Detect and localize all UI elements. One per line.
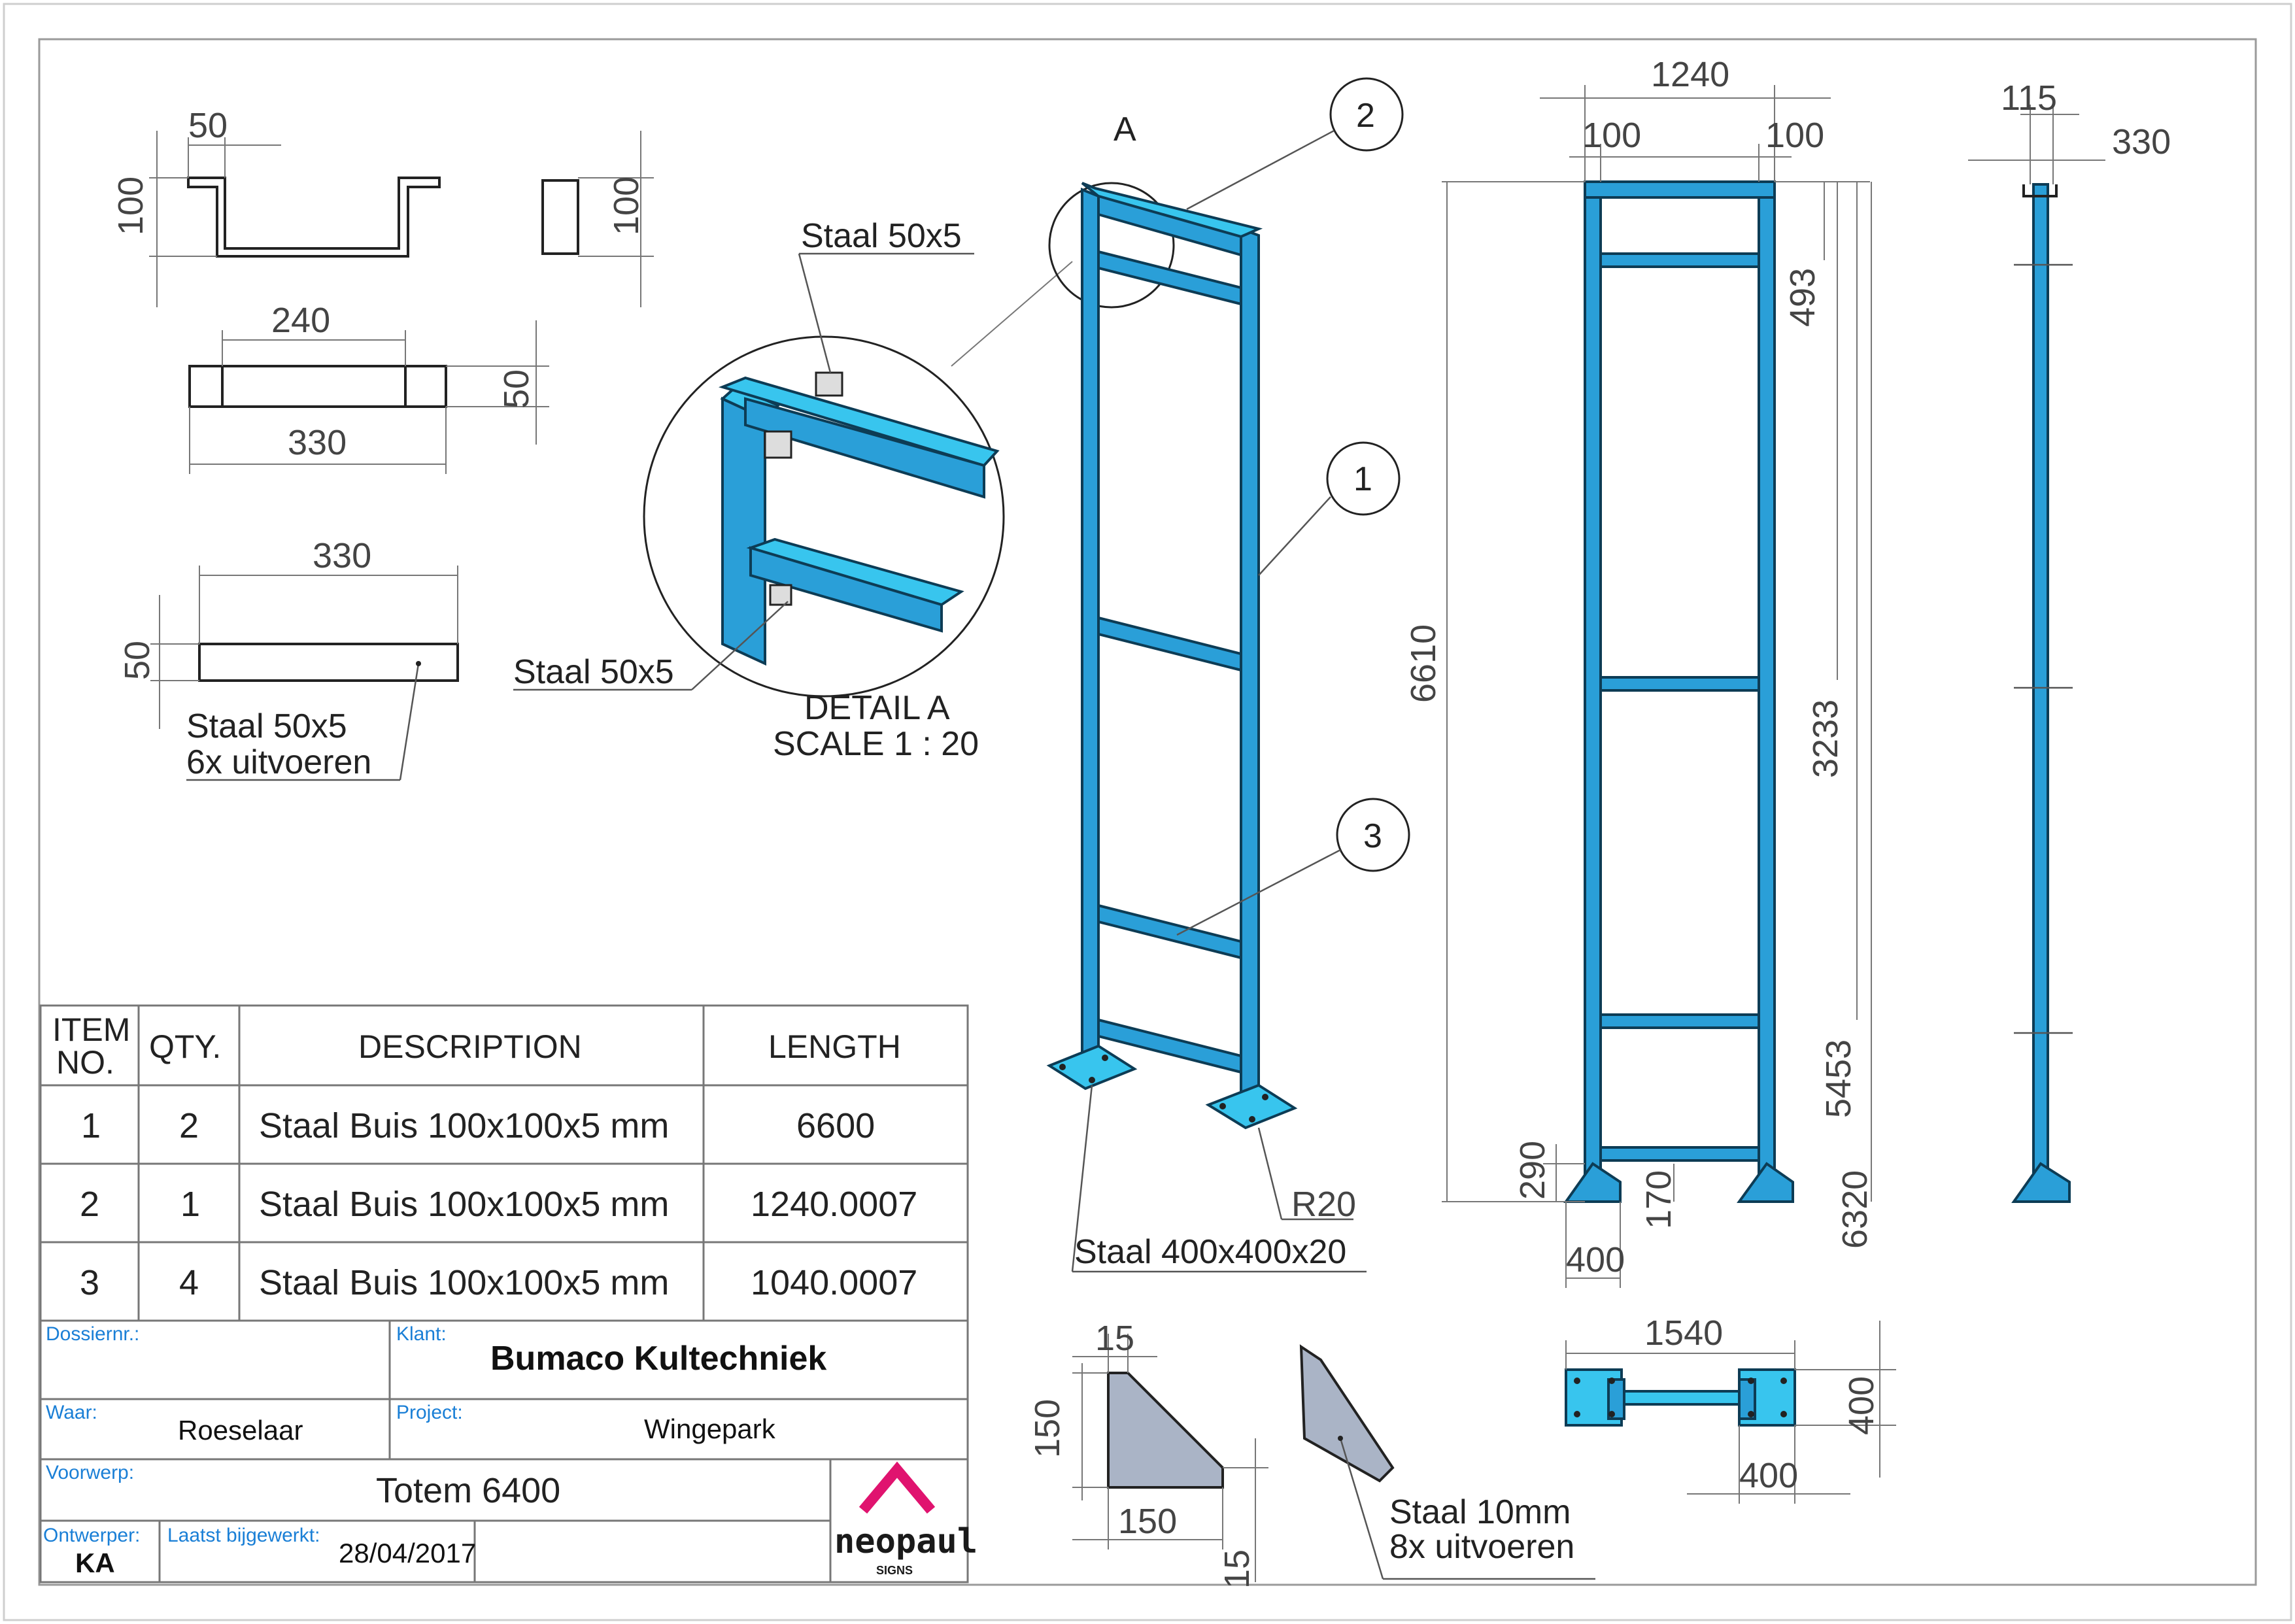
dim-front-plate: 400 xyxy=(1566,1240,1625,1279)
bom-row-1-desc: Staal Buis 100x100x5 mm xyxy=(259,1106,669,1145)
dim-330: 330 xyxy=(2112,122,2171,161)
tb-waar-value: Roeselaar xyxy=(178,1415,303,1446)
dim-strip-height: 50 xyxy=(118,641,157,680)
bracket-mid-view: 240 330 50 xyxy=(188,301,549,474)
dim-170: 170 xyxy=(1639,1170,1678,1229)
bom-row-2-qty: 1 xyxy=(180,1185,200,1224)
bom-row-2-item: 2 xyxy=(80,1185,99,1224)
sheet-inner-border xyxy=(38,38,2257,1586)
detail-title: DETAIL A xyxy=(804,689,950,727)
bom-header-item-2: NO. xyxy=(56,1044,114,1081)
strip-note-1: Staal 50x5 xyxy=(186,707,347,745)
strip-view: 330 50 Staal 50x5 6x uitvoeren xyxy=(118,536,459,781)
dim-plan-1540: 1540 xyxy=(1644,1313,1723,1353)
tb-waar-label: Waar: xyxy=(46,1402,97,1423)
tb-voorwerp-value: Totem 6400 xyxy=(376,1471,560,1510)
dim-front-left-offset: 100 xyxy=(1582,116,1641,155)
dim-plan-400-h: 400 xyxy=(1842,1376,1881,1435)
radius-note: R20 xyxy=(1291,1185,1356,1224)
bom-row-2-length: 1240.0007 xyxy=(751,1185,917,1224)
bom-header-length: LENGTH xyxy=(768,1028,901,1065)
dim-3233: 3233 xyxy=(1806,700,1845,778)
logo-text: neopaul xyxy=(834,1522,978,1561)
neopaul-logo: neopaul SIGNS xyxy=(834,1461,978,1577)
bracket-top-view: 50 100 100 xyxy=(111,106,654,307)
tb-project-label: Project: xyxy=(396,1402,463,1423)
tb-klant-label: Klant: xyxy=(396,1323,447,1345)
dim-290: 290 xyxy=(1513,1141,1552,1200)
detail-callout-bottom: Staal 50x5 xyxy=(513,653,674,691)
bom-header-item-1: ITEM xyxy=(52,1011,130,1048)
dim-115: 115 xyxy=(2001,78,2057,118)
bom-table: ITEM NO. QTY. DESCRIPTION LENGTH 1 2 Sta… xyxy=(39,1004,969,1322)
balloon-3: 3 xyxy=(1363,817,1382,855)
iso-view: A 2 1 3 R20 Staal 40 xyxy=(1046,77,1410,1273)
strip-note-2: 6x uitvoeren xyxy=(186,743,371,781)
tb-klant-value: Bumaco Kultechniek xyxy=(490,1340,826,1378)
dim-top-height-left: 100 xyxy=(111,177,150,235)
gusset-note-1: Staal 10mm xyxy=(1389,1493,1571,1531)
gusset-note-2: 8x uitvoeren xyxy=(1389,1528,1574,1566)
dim-493: 493 xyxy=(1783,268,1822,327)
side-view: 115 330 xyxy=(1968,78,2171,1203)
tb-ontwerper-value: KA xyxy=(75,1548,115,1578)
gusset-views: 15 150 150 15 Staal 10mm 8x uitvoeren xyxy=(1028,1319,1595,1589)
bom-row-1-length: 6600 xyxy=(796,1106,875,1145)
bom-header-qty: QTY. xyxy=(149,1028,221,1065)
dim-front-right-offset: 100 xyxy=(1765,116,1824,155)
detail-marker-a: A xyxy=(1114,110,1136,148)
plan-view: 1540 400 400 xyxy=(1565,1313,1896,1504)
dim-strip-length: 330 xyxy=(313,536,371,575)
bom-row-3-qty: 4 xyxy=(179,1263,199,1302)
bom-row-3-item: 3 xyxy=(80,1263,99,1302)
dim-top-width: 50 xyxy=(188,106,228,145)
sheet-outer-border xyxy=(3,3,2292,1621)
tb-ontwerper-label: Ontwerper: xyxy=(43,1525,140,1546)
bom-row-1-item: 1 xyxy=(81,1106,101,1145)
plate-note: Staal 400x400x20 xyxy=(1074,1233,1346,1271)
dim-5453: 5453 xyxy=(1819,1040,1858,1118)
dim-top-height-right: 100 xyxy=(607,177,646,235)
front-view: 1240 100 100 6610 493 3233 5453 6320 290… xyxy=(1404,55,1875,1288)
dim-6320: 6320 xyxy=(1835,1170,1875,1249)
tb-laatst-value: 28/04/2017 xyxy=(339,1538,476,1568)
detail-callout-top: Staal 50x5 xyxy=(801,217,962,255)
bom-row-3-length: 1040.0007 xyxy=(751,1263,917,1302)
dim-total-height: 6610 xyxy=(1404,624,1443,703)
dim-gusset-15-top: 15 xyxy=(1095,1319,1134,1358)
bom-row-2-desc: Staal Buis 100x100x5 mm xyxy=(259,1185,669,1224)
balloon-1: 1 xyxy=(1353,460,1372,498)
balloon-2: 2 xyxy=(1356,97,1375,135)
dim-mid-height: 50 xyxy=(497,369,536,409)
tb-voorwerp-label: Voorwerp: xyxy=(46,1462,134,1483)
bom-row-1-qty: 2 xyxy=(179,1106,199,1145)
dim-gusset-15-bot: 15 xyxy=(1217,1549,1257,1589)
detail-a: Staal 50x5 Staal 50x5 DETAIL A SCALE 1 :… xyxy=(513,217,1073,763)
tb-dossier-label: Dossiernr.: xyxy=(46,1323,139,1345)
tb-project-value: Wingepark xyxy=(644,1413,776,1444)
dim-mid-inner: 240 xyxy=(271,301,330,340)
dim-mid-outer: 330 xyxy=(288,423,347,462)
dim-front-width: 1240 xyxy=(1651,55,1729,94)
logo-sub: SIGNS xyxy=(876,1564,913,1577)
detail-scale: SCALE 1 : 20 xyxy=(773,725,979,763)
bom-header-description: DESCRIPTION xyxy=(358,1028,582,1065)
dim-gusset-150-h: 150 xyxy=(1028,1399,1067,1458)
dim-plan-400-w: 400 xyxy=(1739,1456,1798,1495)
title-block: Dossiernr.: Klant: Bumaco Kultechniek Wa… xyxy=(39,1319,978,1583)
dim-gusset-150-w: 150 xyxy=(1118,1502,1177,1541)
bom-row-3-desc: Staal Buis 100x100x5 mm xyxy=(259,1263,669,1302)
tb-laatst-label: Laatst bijgewerkt: xyxy=(167,1525,320,1546)
